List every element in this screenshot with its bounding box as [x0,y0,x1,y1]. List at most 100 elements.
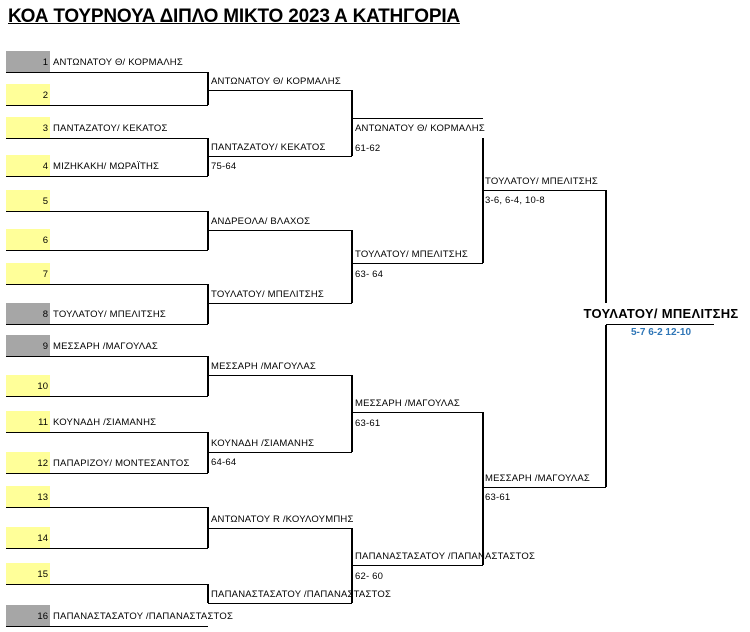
bracket-line [352,263,483,264]
bracket-line [6,176,208,177]
round3-team: ΠΑΠΑΝΑΣΤΑΣΑΤΟΥ /ΠΑΠΑΝΑΣΤΑΣΤΟΣ [355,551,536,562]
bracket-line [6,211,208,212]
team-name: ΠΑΠΑΡΙΖΟΥ/ ΜΟΝΤΕΣΑΝΤΟΣ [53,458,190,469]
bracket-connector [207,507,209,548]
bracket-connector [351,230,353,303]
final-line [606,324,714,325]
bracket-line [6,72,208,73]
bracket-line [352,118,483,119]
bracket-line [208,528,352,529]
round3-score: 63-61 [355,418,381,429]
seed-box [6,527,50,548]
bracket-line [208,375,352,376]
team-name: ΠΑΝΤΑΖΑΤΟΥ/ ΚΕΚΑΤΟΣ [53,123,168,134]
round3-score: 62- 60 [355,571,384,582]
seed-number: 10 [37,381,48,392]
bracket-line [6,432,208,433]
bracket-line [6,356,208,357]
bracket-line [483,487,606,488]
bracket-connector [605,190,607,303]
bracket-connector [207,284,209,324]
team-name: ΤΟΥΛΑΤΟΥ/ ΜΠΕΛΙΤΣΗΣ [53,309,166,320]
seed-box [6,190,50,211]
bracket-line [352,565,483,566]
seed-number: 3 [42,123,48,134]
round2-team: ΤΟΥΛΑΤΟΥ/ ΜΠΕΛΙΤΣΗΣ [211,289,324,300]
seed-box [6,303,50,324]
seed-box [6,263,50,284]
round3-score: 63- 64 [355,269,384,280]
round2-team: ΑΝΤΩΝΑΤΟΥ R /ΚΟΥΛΟΥΜΠΗΣ [211,514,354,525]
bracket-connector [351,375,353,452]
round2-score: 64-64 [211,457,237,468]
seed-number: 14 [37,533,48,544]
team-name: ΑΝΤΩΝΑΤΟΥ Θ/ ΚΟΡΜΑΛΗΣ [53,57,183,68]
bracket-line [208,230,352,231]
round2-team: ΠΑΝΤΑΖΑΤΟΥ/ ΚΕΚΑΤΟΣ [211,142,326,153]
seed-number: 1 [42,57,48,68]
team-name: ΜΕΣΣΑΡΗ /ΜΑΓΟΥΛΑΣ [53,341,158,352]
seed-box [6,117,50,138]
bracket-line [6,138,208,139]
bracket-line [6,105,208,106]
bracket-connector [207,138,209,176]
bracket-line [6,626,208,627]
seed-box [6,155,50,176]
bracket-connector [207,432,209,473]
round3-team: ΜΕΣΣΑΡΗ /ΜΑΓΟΥΛΑΣ [355,398,460,409]
bracket-connector [351,528,353,603]
bracket-line [6,584,208,585]
bracket-line [208,303,352,304]
bracket-line [483,190,606,191]
bracket-line [6,396,208,397]
seed-number: 8 [42,309,48,320]
seed-box [6,51,50,72]
bracket-line [208,452,352,453]
seed-number: 13 [37,492,48,503]
bracket-connector [207,356,209,396]
seed-box [6,486,50,507]
bracket-line [208,90,352,91]
round2-team: ΑΝΔΡΕΟΛΑ/ ΒΛΑΧΟΣ [211,216,311,227]
seed-number: 4 [42,161,48,172]
seed-number: 16 [37,611,48,622]
round2-score: 75-64 [211,161,237,172]
bracket-line [6,324,208,325]
seed-number: 7 [42,269,48,280]
round3-score: 61-62 [355,143,381,154]
seed-box [6,452,50,473]
bracket-line [6,250,208,251]
bracket-line [6,548,208,549]
round2-team: ΑΝΤΩΝΑΤΟΥ Θ/ ΚΟΡΜΑΛΗΣ [211,76,341,87]
team-name: ΠΑΠΑΝΑΣΤΑΣΑΤΟΥ /ΠΑΠΑΝΑΣΤΑΣΤΟΣ [53,611,234,622]
seed-number: 11 [38,417,48,428]
team-name: ΚΟΥΝΑΔΗ /ΣΙΑΜΑΝΗΣ [53,417,157,428]
bracket-line [6,284,208,285]
seed-number: 12 [37,458,48,469]
bracket-line [352,412,483,413]
bracket-connector [207,72,209,105]
bracket-connector [207,584,209,603]
seed-number: 2 [42,90,48,101]
seed-box [6,229,50,250]
round3-team: ΤΟΥΛΑΤΟΥ/ ΜΠΕΛΙΤΣΗΣ [355,249,468,260]
champion-name: ΤΟΥΛΑΤΟΥ/ ΜΠΕΛΙΤΣΗΣ [583,306,739,321]
round2-team: ΠΑΠΑΝΑΣΤΑΣΑΤΟΥ /ΠΑΠΑΝΑΣΤΑΣΤΟΣ [211,589,392,600]
bracket-connector [207,211,209,250]
seed-box [6,335,50,356]
bracket-line [208,156,352,157]
seed-number: 9 [42,341,48,352]
bracket-line [208,603,352,604]
bracket-connector [351,90,353,156]
bracket-connector [482,138,484,263]
round3-team: ΑΝΤΩΝΑΤΟΥ Θ/ ΚΟΡΜΑΛΗΣ [355,123,485,134]
seed-box [6,84,50,105]
round4-score: 3-6, 6-4, 10-8 [485,195,545,206]
round2-team: ΚΟΥΝΑΔΗ /ΣΙΑΜΑΝΗΣ [211,438,315,449]
round4-score: 63-61 [485,492,511,503]
seed-number: 6 [42,235,48,246]
seed-box [6,411,50,432]
bracket-connector [605,325,607,487]
round2-team: ΜΕΣΣΑΡΗ /ΜΑΓΟΥΛΑΣ [211,361,316,372]
seed-number: 5 [42,196,48,207]
